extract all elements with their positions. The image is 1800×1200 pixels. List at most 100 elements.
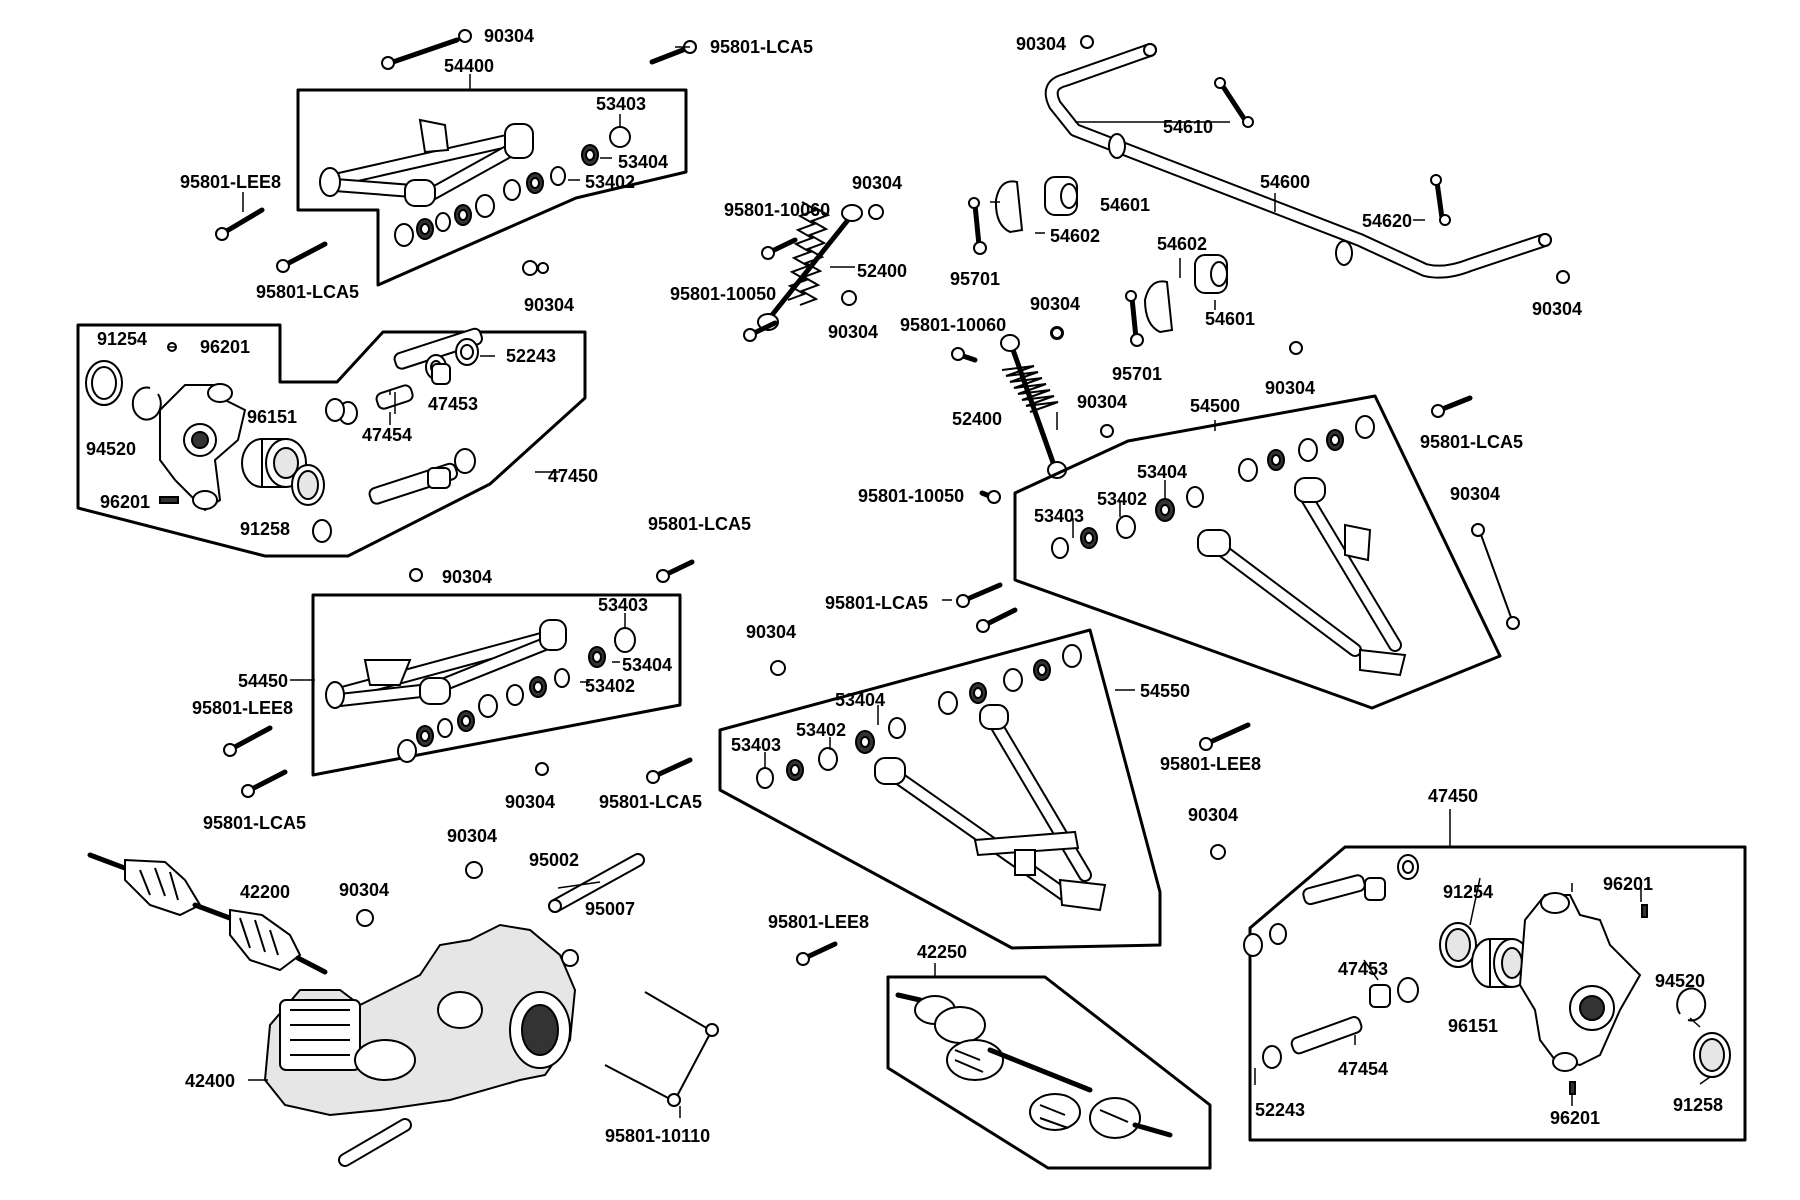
bolt-95801-lee8-upper-left: [215, 207, 265, 241]
label-53404-b: 53404: [1137, 462, 1187, 482]
collar-53402-middle: [554, 668, 570, 688]
label-95002: 95002: [529, 850, 579, 870]
label-42250: 42250: [917, 942, 967, 962]
label-95801-10060-a: 95801-10060: [724, 200, 830, 220]
label-90304-e: 90304: [1016, 34, 1066, 54]
label-54400: 54400: [444, 56, 494, 76]
label-90304-h: 90304: [1265, 378, 1315, 398]
circlip-94520-left: [131, 386, 162, 421]
label-52400-a: 52400: [857, 261, 907, 281]
label-47450-a: 47450: [548, 466, 598, 486]
bolt-90304-right-long: [1471, 523, 1520, 630]
label-47454-a: 47454: [362, 425, 412, 445]
label-53402-b: 53402: [1097, 489, 1147, 509]
upper-arm-54500-group: [1013, 394, 1502, 710]
label-95801-lca5-b: 95801-LCA5: [256, 282, 359, 302]
nut-90304-top-right: [1080, 35, 1094, 49]
label-95801-10050-a: 95801-10050: [670, 284, 776, 304]
nut-90304-a: [522, 260, 538, 276]
lower-arm-54450-group: [311, 593, 682, 777]
label-54550: 54550: [1140, 681, 1190, 701]
sleeve-47453-right: [1369, 984, 1391, 1008]
knuckle-group-47450-left: [76, 323, 587, 558]
circlip-94520-right: [1676, 987, 1707, 1022]
washer-52243-right: [1262, 1045, 1282, 1069]
label-96201-d: 96201: [1550, 1108, 1600, 1128]
bearing-96151-left: [241, 438, 307, 488]
label-90304-g: 90304: [1532, 299, 1582, 319]
bolt-95801-10060-lower: [951, 347, 978, 363]
screw-96201-right-bottom: [1569, 1081, 1576, 1095]
bushing-53403-center: [756, 767, 774, 789]
label-90304-m: 90304: [505, 792, 555, 812]
nut-90304-right-b: [1289, 341, 1303, 355]
label-53404-a: 53404: [618, 152, 668, 172]
label-94520-b: 94520: [1655, 971, 1705, 991]
upper-arm-54400-part: [319, 118, 534, 207]
nut-90304-lower-right: [1210, 844, 1226, 860]
label-90304-k: 90304: [442, 567, 492, 587]
label-54601-b: 54601: [1205, 309, 1255, 329]
label-54450: 54450: [238, 671, 288, 691]
label-53402-a: 53402: [585, 172, 635, 192]
bolt-95801-lca5-mid-top: [656, 559, 695, 583]
label-47453-a: 47453: [428, 394, 478, 414]
label-94520-a: 94520: [86, 439, 136, 459]
bolt-95801-lca5-right: [1431, 395, 1473, 418]
nut-90304-right: [1556, 270, 1570, 284]
shock-52400-upper: [757, 201, 863, 331]
label-52243-b: 52243: [1255, 1100, 1305, 1120]
label-90304-j: 90304: [1450, 484, 1500, 504]
driveshaft-42250-group: [886, 975, 1212, 1170]
label-95701-a: 95701: [950, 269, 1000, 289]
label-96151-a: 96151: [247, 407, 297, 427]
bracket-54602-lower: [1143, 280, 1174, 334]
label-95801-lca5-a: 95801-LCA5: [710, 37, 813, 57]
label-95801-10050-b: 95801-10050: [858, 486, 964, 506]
label-42400: 42400: [185, 1071, 235, 1091]
label-95801-10110: 95801-10110: [605, 1126, 710, 1146]
collar-53402-right: [1116, 515, 1136, 539]
label-42200: 42200: [240, 882, 290, 902]
collar-53402: [550, 166, 566, 186]
upper-arm-54400-group: [296, 88, 688, 287]
seal-91258-right: [1693, 1032, 1731, 1078]
label-96201-b: 96201: [100, 492, 150, 512]
label-90304-p: 90304: [339, 880, 389, 900]
nut-90304-shock-lower-b: [1100, 424, 1114, 438]
label-95701-b: 95701: [1112, 364, 1162, 384]
bushing-54601-lower: [1194, 254, 1228, 294]
upper-arm-54400-frame: [296, 88, 688, 287]
label-53403-c: 53403: [598, 595, 648, 615]
collar-53402-center: [818, 747, 838, 771]
label-47450-b: 47450: [1428, 786, 1478, 806]
upper-arm-54500-part: [1197, 477, 1407, 677]
bushing-54601-upper: [1044, 176, 1078, 216]
label-95007: 95007: [585, 899, 635, 919]
label-90304-d: 90304: [828, 322, 878, 342]
label-90304-l: 90304: [746, 622, 796, 642]
label-53404-c: 53404: [622, 655, 672, 675]
bolt-95801-10060-upper: [761, 237, 798, 260]
bolt-95801-10050-lower: [979, 490, 1001, 504]
nut-90304-mid-left: [409, 568, 423, 582]
knuckle-47450-left-frame: [76, 323, 587, 558]
label-90304-c: 90304: [852, 173, 902, 193]
label-90304-i: 90304: [1077, 392, 1127, 412]
knuckle-47450-right-frame: [1248, 845, 1747, 1142]
lower-arm-54550-part: [874, 704, 1107, 912]
label-95801-lee8-a: 95801-LEE8: [180, 172, 281, 192]
seal-91258-left: [291, 464, 325, 506]
bolt-95801-lca5-mid-left: [241, 769, 288, 798]
lower-arm-54450-frame: [311, 593, 682, 777]
label-91254-b: 91254: [1443, 882, 1493, 902]
label-54620: 54620: [1362, 211, 1412, 231]
label-95801-lca5-f: 95801-LCA5: [599, 792, 702, 812]
nut-90304-lower-mid: [535, 762, 549, 776]
nut-90304-lower-a: [465, 861, 483, 879]
bearing-96151-right: [1471, 938, 1531, 988]
bolt-95801-lee8-bottom: [796, 941, 838, 966]
label-54602-b: 54602: [1157, 234, 1207, 254]
label-53402-c: 53402: [585, 676, 635, 696]
